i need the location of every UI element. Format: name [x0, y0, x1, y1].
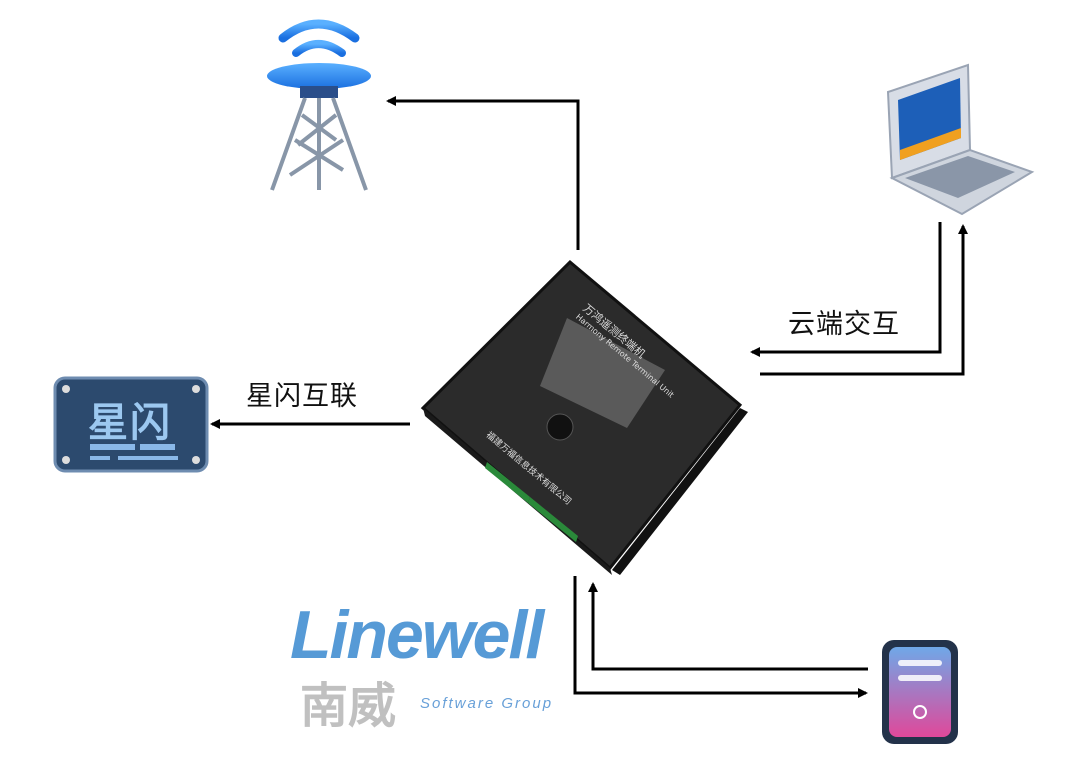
xingshan-badge-icon [53, 376, 209, 473]
remote-terminal-device [420, 259, 748, 575]
xingshan-badge-text: 星闪 [88, 400, 172, 446]
signal-tower-icon [267, 19, 371, 191]
watermark-brand: Linewell [290, 597, 544, 673]
laptop-icon [886, 63, 1035, 216]
server-icon [882, 640, 958, 744]
arrow-to-server [573, 576, 868, 698]
arrow-to-laptop [760, 224, 968, 376]
watermark-sub: Software Group [420, 695, 554, 712]
arrow-to-tower [386, 96, 580, 250]
label-cloud-interaction: 云端交互 [788, 309, 900, 340]
arrow-from-laptop [750, 222, 942, 357]
label-xingshan-interconnect: 星闪互联 [246, 381, 358, 412]
arrow-from-server [588, 582, 868, 671]
watermark-brand-cn: 南威 [300, 678, 397, 734]
